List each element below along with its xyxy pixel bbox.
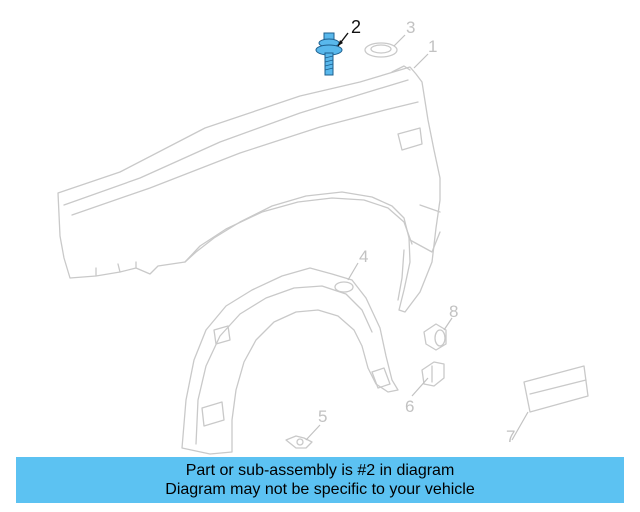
leader-7: [511, 411, 529, 441]
bracket-part-6: [421, 361, 445, 387]
banner-disclaimer-line: Diagram may not be specific to your vehi…: [165, 481, 475, 498]
bolt-part-2: [315, 32, 343, 76]
leader-3: [393, 34, 406, 47]
push-clip-part-8: [423, 323, 447, 351]
callout-3: 3: [406, 18, 415, 37]
callout-1: 1: [428, 37, 437, 56]
callout-4: 4: [359, 247, 368, 266]
moulding-part-7: [523, 365, 589, 413]
callout-6: 6: [405, 397, 414, 416]
callout-5: 5: [318, 407, 327, 426]
leader-1: [413, 53, 429, 69]
cap-part-3: [364, 42, 398, 58]
leader-6: [411, 377, 429, 397]
leader-8: [443, 317, 453, 331]
callout-2: 2: [351, 17, 361, 37]
leader-5: [305, 424, 321, 441]
diagram-info-banner: Part or sub-assembly is #2 in diagram Di…: [16, 457, 624, 503]
callout-7: 7: [506, 427, 515, 446]
banner-part-line: Part or sub-assembly is #2 in diagram: [185, 462, 455, 479]
leader-2-arrowhead: [338, 40, 343, 46]
liner-part-4: [181, 267, 399, 455]
fender-part-1: [57, 65, 441, 313]
leader-4: [347, 262, 359, 281]
callout-8: 8: [449, 302, 458, 321]
clip-part-5: [285, 435, 313, 449]
